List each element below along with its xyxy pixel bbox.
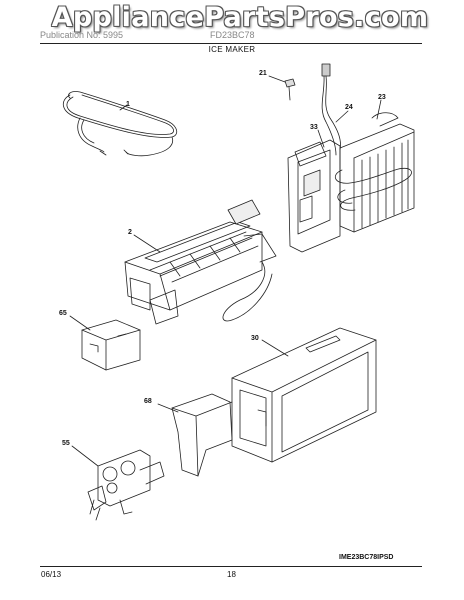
part-55-water-valve[interactable] bbox=[71, 445, 165, 521]
footer-rule bbox=[40, 566, 422, 567]
model-number: FD23BC78 bbox=[210, 30, 255, 40]
part-23-heater-assembly[interactable] bbox=[334, 99, 415, 233]
part-2-ice-maker-assembly[interactable] bbox=[124, 199, 277, 325]
publication-number: Publication No: 5995 bbox=[40, 30, 124, 40]
callout-23: 23 bbox=[378, 94, 386, 101]
callout-21: 21 bbox=[259, 70, 267, 77]
part-30-ice-bin-housing[interactable] bbox=[231, 327, 377, 463]
callout-24: 24 bbox=[345, 104, 353, 111]
callout-65: 65 bbox=[59, 310, 67, 317]
part-24-wire-harness[interactable] bbox=[321, 63, 349, 156]
part-65-bracket[interactable] bbox=[69, 315, 141, 371]
callout-55: 55 bbox=[62, 440, 70, 447]
part-68-cover[interactable] bbox=[157, 393, 233, 477]
page-number: 18 bbox=[227, 570, 236, 579]
header-rule bbox=[40, 43, 422, 44]
part-33-control-housing[interactable] bbox=[287, 129, 341, 253]
callout-2: 2 bbox=[128, 229, 132, 236]
callout-1: 1 bbox=[126, 101, 130, 108]
diagram-code: IME23BC78IPSD bbox=[339, 554, 394, 561]
watermark-logo: AppliancePartsPros.com bbox=[51, 2, 429, 33]
part-21-connector[interactable] bbox=[268, 75, 296, 101]
callout-68: 68 bbox=[144, 398, 152, 405]
footer-date: 06/13 bbox=[41, 570, 62, 579]
part-1-water-tube[interactable] bbox=[62, 91, 178, 157]
callout-33: 33 bbox=[310, 124, 318, 131]
callout-30: 30 bbox=[251, 335, 259, 342]
section-title: ICE MAKER bbox=[208, 45, 256, 54]
